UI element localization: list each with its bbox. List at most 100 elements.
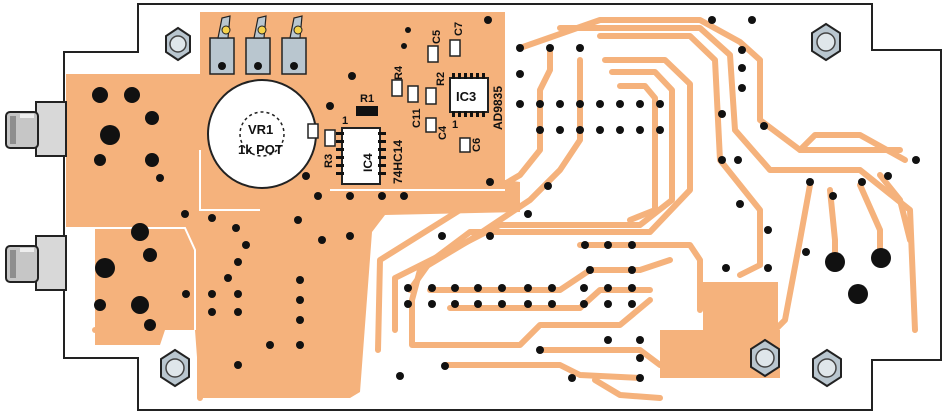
jack-pads	[92, 87, 159, 331]
ic4-pin1-marker: 1	[342, 115, 348, 127]
via-pad	[580, 300, 588, 308]
via-pad	[656, 126, 664, 134]
via-pad	[536, 126, 544, 134]
via-pad	[348, 72, 356, 80]
via-pad	[636, 126, 644, 134]
via-pad	[548, 300, 556, 308]
via-pad	[296, 316, 304, 324]
via-pad	[636, 336, 644, 344]
via-pad	[326, 102, 334, 110]
via-pad	[829, 192, 837, 200]
via-pad	[234, 290, 242, 298]
mounting-nut-top-left	[165, 26, 191, 62]
via-pad	[628, 266, 636, 274]
via-pad	[296, 341, 304, 349]
via-pad	[884, 172, 892, 180]
c11-label: C11	[411, 108, 423, 128]
via-pad	[234, 308, 242, 316]
via-pad	[576, 100, 584, 108]
c6-label: C6	[471, 138, 483, 152]
via-pad	[596, 100, 604, 108]
via-pad	[636, 354, 644, 362]
via-pad	[242, 241, 250, 249]
via-pad	[548, 284, 556, 292]
resistor-r3: R3	[323, 129, 336, 168]
via-pad	[544, 182, 552, 190]
isolation-lines	[66, 150, 505, 330]
capacitor-c4: C4	[425, 117, 449, 140]
capacitor-c5: C5	[427, 30, 443, 63]
via-pad	[536, 346, 544, 354]
capacitor-c11: C11	[407, 85, 423, 128]
via-pad	[858, 178, 866, 186]
via-pad	[294, 216, 302, 224]
via-pad	[764, 226, 772, 234]
via-pad	[441, 362, 449, 370]
via-pad	[536, 100, 544, 108]
via-pad	[296, 296, 304, 304]
via-pad	[734, 156, 742, 164]
via-pad	[604, 300, 612, 308]
via-pad	[616, 126, 624, 134]
c4-label: C4	[437, 125, 449, 140]
mounting-nut-top-right	[811, 22, 841, 62]
via-pad	[616, 100, 624, 108]
r1-label: R1	[360, 93, 374, 105]
via-pad	[516, 44, 524, 52]
via-pad	[516, 70, 524, 78]
rca-jack-bottom	[5, 235, 67, 291]
via-pad	[656, 100, 664, 108]
via-pad	[516, 100, 524, 108]
via-pad	[451, 300, 459, 308]
mounting-nut-bottom-left	[160, 348, 190, 388]
ic4-74hc14: IC4 74HC14 1	[336, 115, 405, 185]
via-pad	[314, 192, 322, 200]
via-pad	[346, 232, 354, 240]
resistor-r1: R1	[356, 93, 378, 116]
via-pad	[736, 200, 744, 208]
via-pad	[748, 16, 756, 24]
via-pad	[396, 372, 404, 380]
r2-label: R2	[435, 72, 447, 86]
via-pad	[474, 300, 482, 308]
copper-traces	[92, 17, 918, 401]
via-pad	[474, 284, 482, 292]
via-pad	[451, 284, 459, 292]
ic3-part-label: AD9835	[491, 86, 505, 130]
via-pad	[636, 100, 644, 108]
via-pad	[568, 374, 576, 382]
c7-label: C7	[453, 22, 465, 36]
via-pad	[524, 284, 532, 292]
capacitor-c6: C6	[459, 137, 483, 153]
via-pad	[718, 110, 726, 118]
via-pad	[738, 64, 746, 72]
via-pad	[405, 27, 411, 33]
via-pad	[604, 284, 612, 292]
via-pad	[524, 210, 532, 218]
via-pad	[581, 241, 589, 249]
via-pad	[524, 300, 532, 308]
rca-jack-top	[5, 101, 67, 157]
via-pad	[208, 308, 216, 316]
via-pad	[760, 122, 768, 130]
via-pad	[234, 361, 242, 369]
via-pad	[400, 192, 408, 200]
via-pad	[438, 232, 446, 240]
via-pad	[181, 210, 189, 218]
via-pad	[636, 374, 644, 382]
vr1-label: VR1	[248, 122, 273, 137]
via-pad	[346, 192, 354, 200]
via-pad	[596, 126, 604, 134]
vias	[156, 16, 920, 382]
via-pad	[182, 290, 190, 298]
r4-label: R4	[393, 65, 405, 80]
via-pad	[576, 44, 584, 52]
via-pad	[576, 126, 584, 134]
via-pad	[546, 44, 554, 52]
via-pad	[628, 241, 636, 249]
via-pad	[498, 284, 506, 292]
via-pad	[738, 84, 746, 92]
via-pad	[580, 284, 588, 292]
